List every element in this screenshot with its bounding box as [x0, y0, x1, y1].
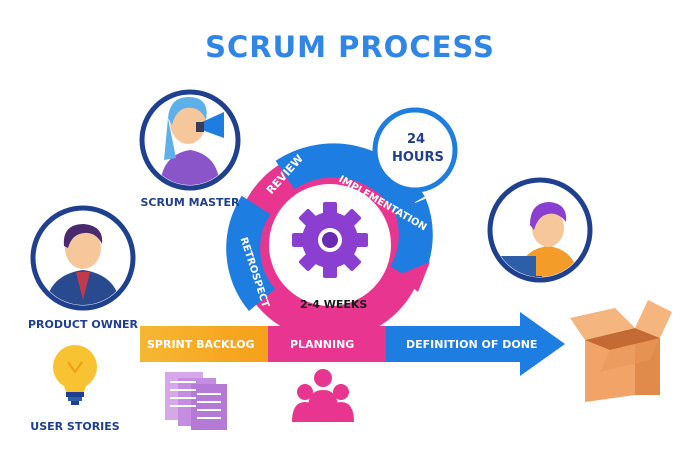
definition-of-done-band — [386, 326, 526, 362]
scrum-master-label: SCRUM MASTER — [140, 196, 240, 209]
gear-icon — [292, 202, 368, 278]
team-icon — [292, 369, 354, 422]
daily-circle-tail — [386, 177, 421, 198]
implementation-segment-tail — [389, 198, 433, 284]
flow-arrow — [140, 312, 565, 376]
box-icon — [570, 300, 672, 402]
user-stories-label: USER STORIES — [30, 420, 120, 433]
page-title: SCRUM PROCESS — [205, 30, 495, 64]
daily-circle — [372, 107, 458, 198]
daily-text: 24 HOURS — [392, 132, 444, 165]
daily-circle-ring — [372, 107, 458, 193]
developer-avatar — [487, 177, 593, 283]
flow-arrow-head — [520, 312, 565, 376]
duration-label: 2-4 WEEKS — [300, 298, 368, 311]
cycle-arrow-head — [398, 262, 430, 292]
product-owner-avatar — [30, 205, 136, 311]
sprint-backlog-label: SPRINT BACKLOG — [147, 338, 255, 351]
scrum-master-avatar — [139, 89, 241, 191]
product-owner-label: PRODUCT OWNER — [27, 318, 139, 331]
sprint-backlog-band — [140, 326, 270, 362]
retrospect-segment — [226, 195, 276, 311]
definition-of-done-label: DEFINITION OF DONE — [406, 338, 538, 351]
lightbulb-icon — [53, 345, 97, 405]
planning-label: PLANNING — [290, 338, 355, 351]
documents-icon — [165, 372, 227, 430]
daily-label: 24 HOURS — [386, 131, 446, 167]
